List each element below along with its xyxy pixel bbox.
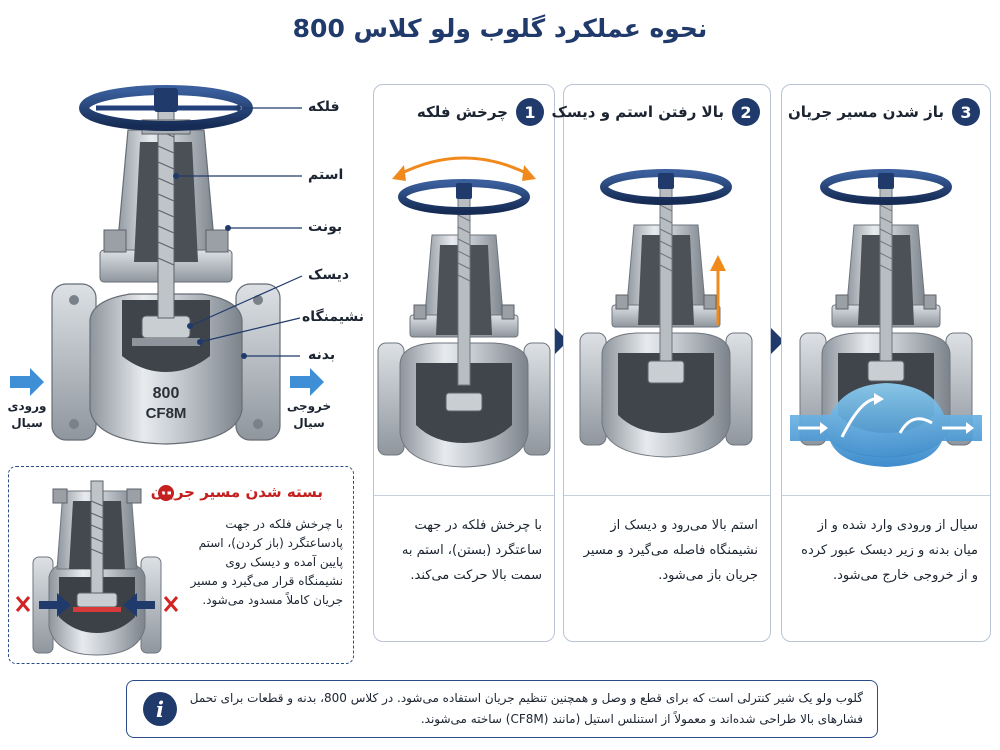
- outlet-label-line1: خروجی: [286, 399, 332, 413]
- step-title-3: باز شدن مسیر جریان: [788, 103, 944, 121]
- info-text: گلوب ولو یک شیر کنترلی است که برای قطع و…: [189, 691, 863, 726]
- material-marking: CF8M: [146, 405, 187, 422]
- closed-state-title: بسته شدن مسیر جریان: [150, 483, 323, 501]
- outlet-label: خروجی سیال: [286, 398, 332, 432]
- step-header-2: 2 بالا رفتن استم و دیسک: [552, 97, 760, 127]
- info-icon: i: [143, 692, 177, 726]
- step-divider-1: [374, 495, 554, 496]
- closed-inlet-arrow-icon: [39, 593, 71, 617]
- body-marking: 800: [153, 385, 180, 402]
- closed-outlet-arrow-icon: [123, 593, 155, 617]
- label-stem: استم: [308, 167, 344, 183]
- step-number-2: 2: [732, 98, 760, 126]
- step-description-2: استم بالا می‌رود و دیسک از نشیمنگاه فاصل…: [583, 518, 758, 583]
- outlet-arrow-icon: [290, 368, 324, 396]
- label-body: بدنه: [308, 347, 336, 363]
- label-bonnet: بونت: [308, 219, 343, 235]
- step-description-3: سیال از ورودی وارد شده و از میان بدنه و …: [801, 518, 978, 583]
- inlet-arrow-icon: [10, 368, 44, 396]
- step-header-3: 3 باز شدن مسیر جریان: [788, 97, 980, 127]
- info-box: i گلوب ولو یک شیر کنترلی است که برای قطع…: [126, 680, 878, 738]
- stop-icon: [158, 485, 174, 501]
- step-3-valve-illustration: [790, 135, 982, 467]
- step-description-1: با چرخش فلکه در جهت ساعتگرد (بستن)، استم…: [401, 518, 542, 583]
- step-2-valve-illustration: [564, 135, 772, 491]
- step-1-valve-illustration: [374, 156, 556, 491]
- inlet-label: ورودی سیال: [4, 398, 50, 432]
- step-title-2: بالا رفتن استم و دیسک: [551, 103, 724, 121]
- step-panel-2: 2 بالا رفتن استم و دیسک استم بالا می‌رود…: [552, 84, 772, 642]
- inlet-label-line2: سیال: [11, 416, 43, 430]
- blocked-x-icon-left: [15, 596, 31, 612]
- page-title: نحوه عملکرد گلوب ولو کلاس 800: [292, 14, 708, 43]
- step-title-1: چرخش فلکه: [416, 103, 508, 121]
- step-header-1: 1 چرخش فلکه: [384, 97, 544, 127]
- inlet-label-line1: ورودی: [7, 399, 47, 413]
- main-valve-diagram: 800 CF8M فلکه استم بونت دیسک نشیمنگاه بد…: [0, 0, 370, 460]
- label-seat: نشیمنگاه: [302, 309, 364, 325]
- step-panel-1: 1 چرخش فلکه با چرخش فلکه در جهت ساعتگرد …: [373, 84, 555, 642]
- label-disc: دیسک: [308, 267, 350, 283]
- step-number-3: 3: [952, 98, 980, 126]
- step-divider-2: [564, 495, 770, 496]
- label-handwheel: فلکه: [308, 99, 340, 115]
- next-chevron-icon-2: [771, 328, 784, 354]
- step-number-1: 1: [516, 98, 544, 126]
- step-panel-3: 3 باز شدن مسیر جریان سیال از ورودی وارد …: [781, 84, 991, 642]
- flow-path: [790, 383, 982, 467]
- closed-valve-illustration: [15, 480, 179, 656]
- closed-state-description: با چرخش فلکه در جهت پادساعتگرد (باز کردن…: [190, 517, 343, 607]
- globe-valve-illustration: 800 CF8M: [10, 85, 324, 445]
- closed-state-panel: بسته شدن مسیر جریان با چرخش فلکه در جهت …: [8, 466, 354, 664]
- step-divider-3: [782, 495, 990, 496]
- blocked-x-icon-right: [163, 596, 179, 612]
- rotation-arrow-icon: [397, 156, 531, 177]
- outlet-label-line2: سیال: [293, 416, 325, 430]
